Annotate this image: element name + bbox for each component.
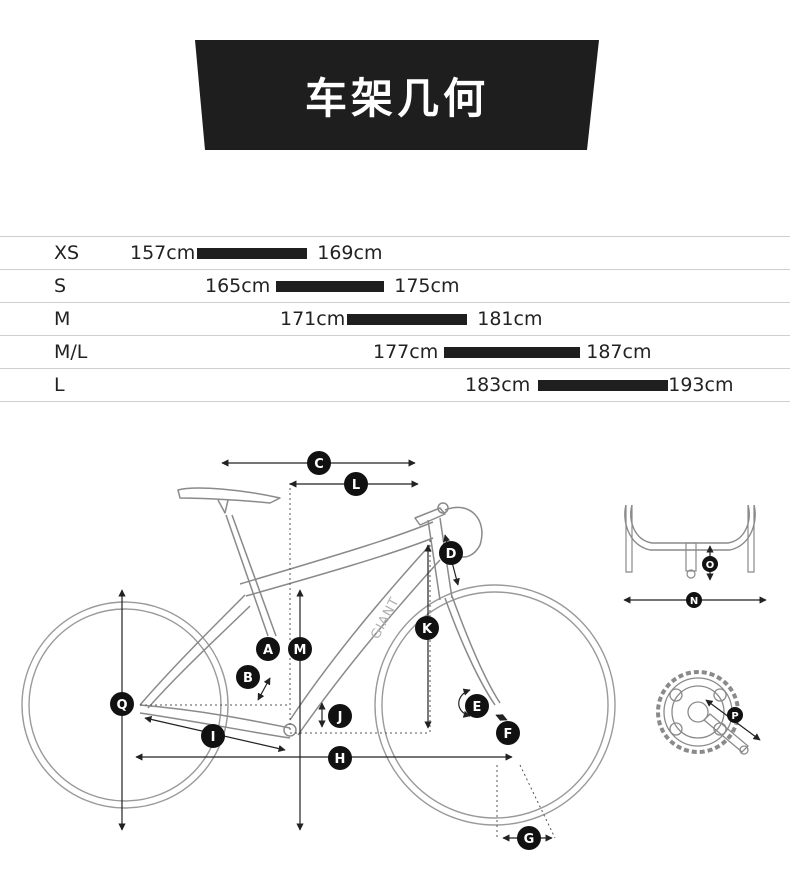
size-label: S bbox=[54, 275, 67, 297]
svg-text:G: G bbox=[524, 832, 535, 847]
range-min: 183cm bbox=[465, 374, 531, 396]
size-row-ml: M/L 177cm 187cm bbox=[0, 335, 790, 368]
label-j: J bbox=[328, 704, 352, 728]
size-row-l: L 183cm 193cm bbox=[0, 368, 790, 402]
label-m: M bbox=[288, 637, 312, 661]
size-label: L bbox=[54, 374, 65, 396]
height-range: 165cm 175cm bbox=[205, 275, 459, 297]
range-max: 187cm bbox=[586, 341, 652, 363]
label-e: E bbox=[465, 694, 489, 718]
svg-text:P: P bbox=[731, 711, 738, 722]
label-l: L bbox=[344, 472, 368, 496]
label-i: I bbox=[201, 724, 225, 748]
range-max: 181cm bbox=[477, 308, 543, 330]
range-max: 175cm bbox=[394, 275, 460, 297]
label-a: A bbox=[256, 637, 280, 661]
svg-text:I: I bbox=[211, 730, 216, 745]
svg-text:N: N bbox=[690, 596, 698, 607]
front-wheel bbox=[374, 584, 616, 826]
label-q: Q bbox=[110, 692, 134, 716]
reference-lines bbox=[140, 483, 556, 839]
dimension-arrows bbox=[118, 459, 553, 842]
range-min: 157cm bbox=[130, 242, 196, 264]
size-row-xs: XS 157cm 169cm bbox=[0, 236, 790, 269]
handlebar-detail bbox=[623, 504, 767, 604]
height-range: 177cm 187cm bbox=[373, 341, 651, 363]
height-range: 157cm 169cm bbox=[130, 242, 382, 264]
svg-text:D: D bbox=[446, 547, 457, 562]
svg-text:O: O bbox=[706, 560, 715, 571]
range-max: 193cm bbox=[668, 374, 734, 396]
label-p: P bbox=[727, 707, 743, 723]
label-c: C bbox=[307, 451, 331, 475]
crankset-detail bbox=[656, 670, 761, 755]
label-f: F bbox=[496, 721, 520, 745]
range-bar bbox=[347, 313, 468, 325]
svg-text:F: F bbox=[504, 727, 513, 742]
label-h: H bbox=[328, 746, 352, 770]
size-table: XS 157cm 169cm S 165cm 175cm M 171cm 181… bbox=[0, 236, 790, 402]
range-bar bbox=[538, 379, 669, 391]
height-range: 183cm 193cm bbox=[465, 374, 733, 396]
range-bar bbox=[276, 280, 385, 292]
range-bar bbox=[444, 346, 581, 358]
banner-shape bbox=[195, 40, 599, 150]
geometry-diagram: GIANT C L D K A M B Q J E F I H G bbox=[21, 451, 767, 850]
svg-text:Q: Q bbox=[116, 698, 127, 713]
svg-text:E: E bbox=[473, 700, 482, 715]
page-title: 车架几何 bbox=[304, 73, 489, 123]
size-label: XS bbox=[54, 242, 80, 264]
label-k: K bbox=[415, 616, 439, 640]
svg-text:C: C bbox=[314, 457, 324, 472]
size-row-m: M 171cm 181cm bbox=[0, 302, 790, 335]
size-label: M bbox=[54, 308, 71, 330]
range-max: 169cm bbox=[317, 242, 383, 264]
label-b: B bbox=[236, 665, 260, 689]
size-label: M/L bbox=[54, 341, 88, 363]
label-g: G bbox=[517, 826, 541, 850]
bike-frame bbox=[139, 487, 501, 739]
svg-text:A: A bbox=[263, 643, 273, 658]
svg-text:L: L bbox=[352, 478, 360, 493]
title-banner: 车架几何 bbox=[195, 40, 599, 150]
range-min: 165cm bbox=[205, 275, 271, 297]
range-bar bbox=[197, 247, 308, 259]
svg-text:M: M bbox=[294, 643, 307, 658]
label-n: N bbox=[686, 592, 702, 608]
svg-text:H: H bbox=[335, 752, 346, 767]
svg-text:B: B bbox=[243, 671, 253, 686]
range-min: 177cm bbox=[373, 341, 439, 363]
size-row-s: S 165cm 175cm bbox=[0, 269, 790, 302]
range-min: 171cm bbox=[280, 308, 346, 330]
height-range: 171cm 181cm bbox=[280, 308, 542, 330]
label-d: D bbox=[439, 541, 463, 565]
svg-text:J: J bbox=[337, 710, 343, 725]
label-o: O bbox=[702, 556, 718, 572]
svg-text:K: K bbox=[422, 622, 433, 637]
